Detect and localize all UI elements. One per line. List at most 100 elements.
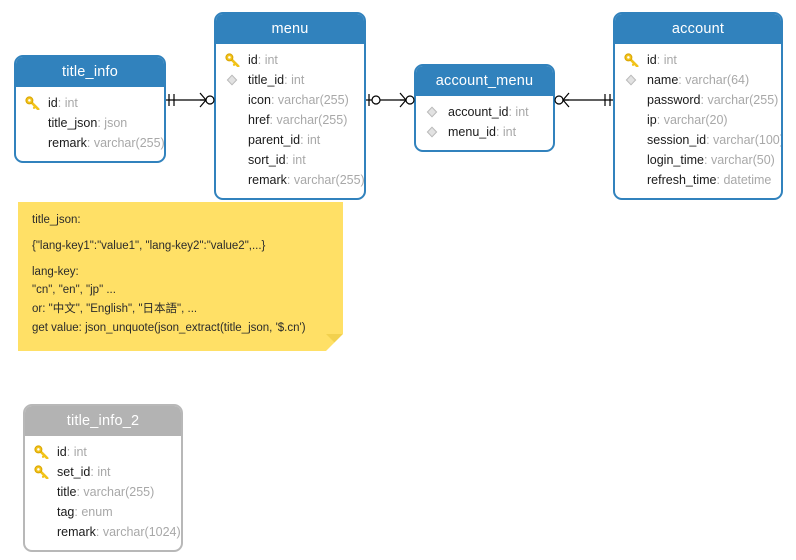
- field-row[interactable]: remark: varchar(1024): [25, 522, 181, 542]
- field-type: varchar(64): [685, 73, 750, 87]
- primary-key-icon: [34, 445, 49, 459]
- field-name: parent_id: [248, 133, 301, 147]
- field-row[interactable]: href: varchar(255): [216, 110, 364, 130]
- field-row[interactable]: password: varchar(255): [615, 90, 781, 110]
- field-row[interactable]: id: int: [25, 442, 181, 462]
- primary-key-icon: [624, 53, 639, 67]
- field-separator: :: [95, 525, 103, 539]
- field-separator: :: [66, 445, 74, 459]
- field-separator: :: [716, 173, 724, 187]
- field-type: varchar(255): [276, 113, 348, 127]
- field-separator: :: [700, 93, 708, 107]
- foreign-key-icon: [225, 73, 240, 87]
- note-line: get value: json_unquote(json_extract(tit…: [32, 321, 306, 334]
- field-type: enum: [81, 505, 113, 519]
- field-separator: :: [285, 153, 293, 167]
- field-name: id: [57, 445, 67, 459]
- field-row[interactable]: session_id: varchar(100): [615, 130, 781, 150]
- field-row[interactable]: remark: varchar(255): [16, 133, 164, 153]
- field-separator: :: [74, 505, 82, 519]
- field-name: menu_id: [448, 125, 496, 139]
- field-name: id: [647, 53, 657, 67]
- note-line: {"lang-key1":"value1", "lang-key2":"valu…: [32, 239, 266, 252]
- primary-key-icon: [25, 96, 40, 110]
- field-name: name: [647, 73, 679, 87]
- field-name: id: [48, 96, 58, 110]
- field-type: varchar(255): [83, 485, 155, 499]
- relationship-account_menu-account[interactable]: [554, 90, 613, 110]
- field-type: json: [104, 116, 128, 130]
- field-type: varchar(255): [293, 173, 365, 187]
- field-separator: :: [269, 113, 277, 127]
- field-separator: :: [270, 93, 278, 107]
- field-type: datetime: [723, 173, 772, 187]
- note-line: "cn", "en", "jp" ...: [32, 284, 116, 297]
- field-type: int: [97, 465, 111, 479]
- field-name: icon: [248, 93, 271, 107]
- field-separator: :: [90, 465, 98, 479]
- field-row[interactable]: icon: varchar(255): [216, 90, 364, 110]
- relationship-title_info-menu[interactable]: [166, 90, 215, 110]
- field-row[interactable]: ip: varchar(20): [615, 110, 781, 130]
- field-separator: :: [706, 133, 714, 147]
- field-type: int: [515, 105, 529, 119]
- field-type: varchar(20): [663, 113, 728, 127]
- field-row[interactable]: set_id: int: [25, 462, 181, 482]
- field-separator: :: [76, 485, 84, 499]
- field-row[interactable]: title_id: int: [216, 70, 364, 90]
- field-separator: :: [678, 73, 686, 87]
- relationship-menu-account_menu[interactable]: [366, 90, 415, 110]
- note-fold-corner-icon: [326, 334, 343, 351]
- field-name: password: [647, 93, 701, 107]
- sticky-note-title_json-note[interactable]: title_json:{"lang-key1":"value1", "lang-…: [18, 202, 343, 351]
- note-line: or: "中文", "English", "日本語", ...: [32, 303, 198, 316]
- field-row[interactable]: menu_id: int: [416, 122, 553, 142]
- field-row[interactable]: login_time: varchar(50): [615, 150, 781, 170]
- field-name: href: [248, 113, 270, 127]
- entity-title-menu: menu: [216, 14, 364, 44]
- note-line: lang-key:: [32, 265, 79, 278]
- field-row[interactable]: id: int: [16, 93, 164, 113]
- entity-title-title_info: title_info: [16, 57, 164, 87]
- field-row[interactable]: parent_id: int: [216, 130, 364, 150]
- field-row[interactable]: refresh_time: datetime: [615, 170, 781, 190]
- field-name: remark: [48, 136, 87, 150]
- field-separator: :: [300, 133, 308, 147]
- field-separator: :: [508, 105, 516, 119]
- field-row[interactable]: name: varchar(64): [615, 70, 781, 90]
- field-row[interactable]: title: varchar(255): [25, 482, 181, 502]
- field-separator: :: [286, 173, 294, 187]
- field-separator: :: [656, 113, 664, 127]
- field-type: int: [663, 53, 677, 67]
- primary-key-icon: [34, 465, 49, 479]
- field-name: remark: [248, 173, 287, 187]
- field-row[interactable]: sort_id: int: [216, 150, 364, 170]
- entity-title-title_info_2: title_info_2: [25, 406, 181, 436]
- field-row[interactable]: title_json: json: [16, 113, 164, 133]
- field-row[interactable]: id: int: [216, 50, 364, 70]
- field-type: varchar(100): [713, 133, 783, 147]
- primary-key-icon: [225, 53, 240, 67]
- field-row[interactable]: remark: varchar(255): [216, 170, 364, 190]
- field-name: title_json: [48, 116, 98, 130]
- field-name: remark: [57, 525, 96, 539]
- field-row[interactable]: tag: enum: [25, 502, 181, 522]
- field-type: int: [291, 73, 305, 87]
- field-separator: :: [97, 116, 105, 130]
- field-name: set_id: [57, 465, 91, 479]
- field-row[interactable]: account_id: int: [416, 102, 553, 122]
- field-row[interactable]: id: int: [615, 50, 781, 70]
- foreign-key-icon: [425, 105, 440, 119]
- field-type: int: [64, 96, 78, 110]
